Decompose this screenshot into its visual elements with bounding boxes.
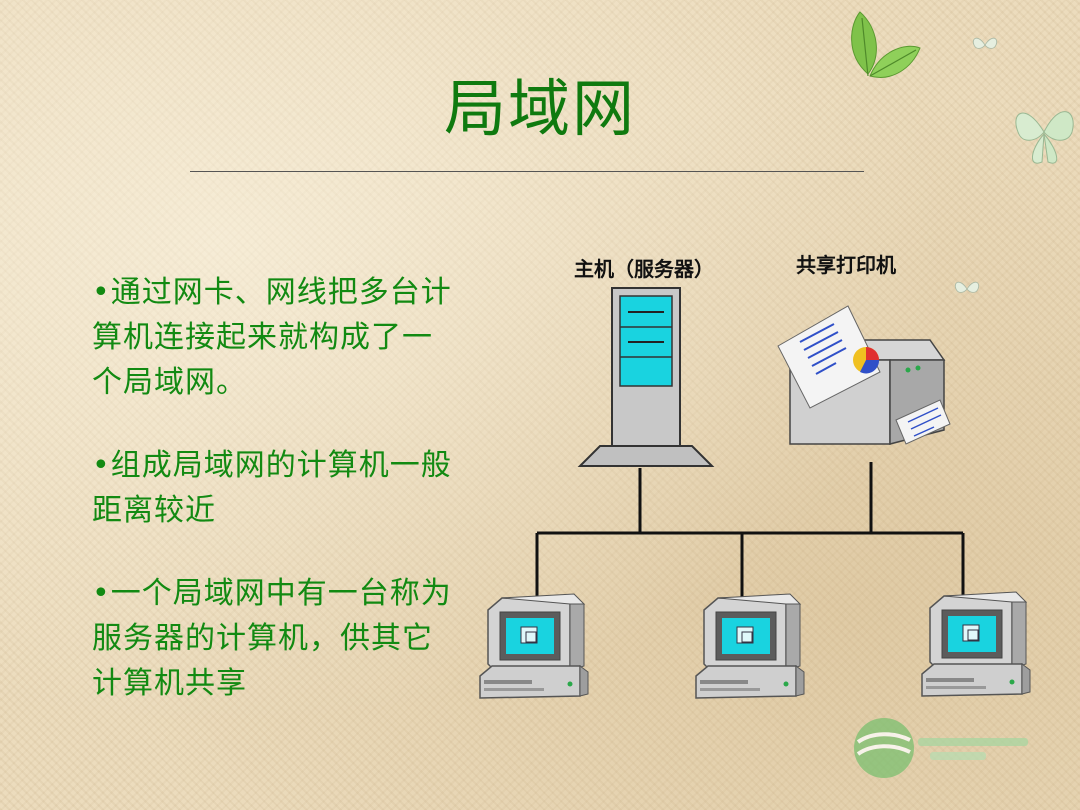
bullet-item: •一个局域网中有一台称为服务器的计算机，供其它计算机共享 [92,576,452,701]
butterfly-icon [1015,111,1074,164]
bullet-list: •通过网卡、网线把多台计算机连接起来就构成了一个局域网。 •组成局域网的计算机一… [92,270,452,744]
leaf-icon [851,11,921,78]
logo-icon [854,718,1028,778]
computer-icon [695,593,805,699]
bullet-item: •组成局域网的计算机一般距离较近 [92,448,452,528]
slide-title: 局域网 [443,72,636,145]
bullet-item: •通过网卡、网线把多台计算机连接起来就构成了一个局域网。 [92,275,452,400]
network-cable [535,462,965,598]
computer-icon [921,591,1031,697]
computer-icon [479,593,589,699]
butterfly-icon [954,281,980,293]
butterfly-icon [972,37,998,49]
title-divider [190,171,864,172]
printer-icon [777,305,951,445]
server-label: 主机（服务器） [574,257,714,281]
server-icon [577,287,715,467]
printer-label: 共享打印机 [796,253,896,277]
